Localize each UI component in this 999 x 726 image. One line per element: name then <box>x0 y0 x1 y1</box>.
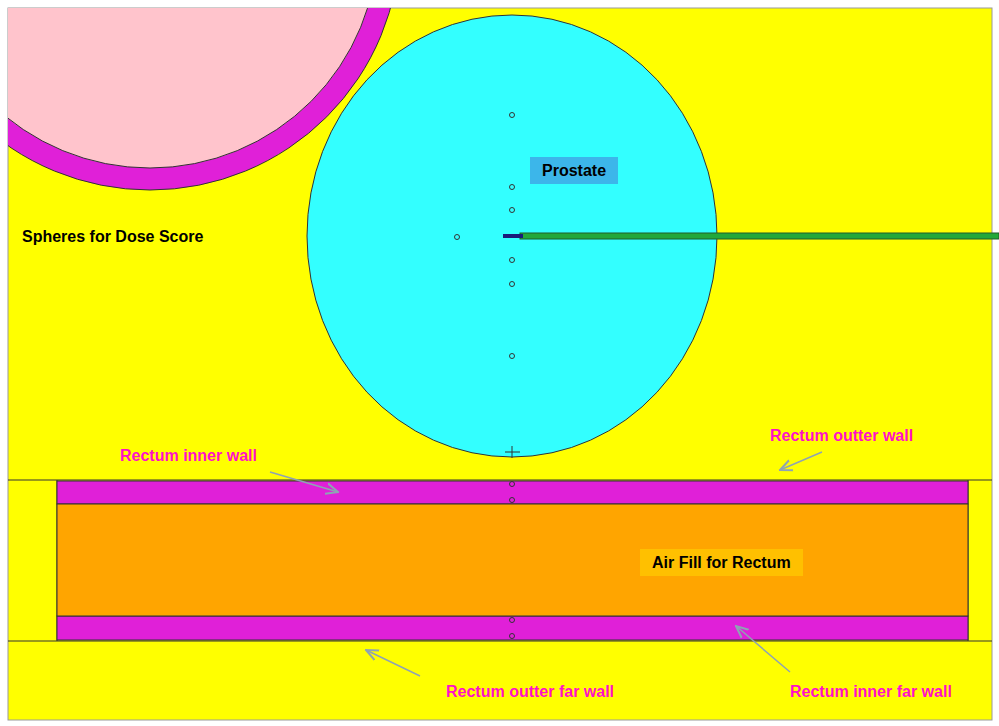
prostate-ellipse <box>307 15 717 457</box>
rectum-outer-line <box>8 480 992 481</box>
rectum-inner-wall <box>57 481 968 504</box>
prostate-region: Prostate <box>306 14 718 458</box>
callout-label: Spheres for Dose Score <box>22 227 203 246</box>
rectum-outer-line <box>8 641 992 642</box>
bladder <box>8 8 378 168</box>
leader-arrow <box>270 472 338 492</box>
callout-label: Rectum outter wall <box>770 426 913 445</box>
leader-arrow <box>366 650 420 676</box>
rectum-air-fill: Air Fill for Rectum <box>57 504 968 616</box>
leader-arrow <box>736 626 790 672</box>
region-label: Prostate <box>530 157 618 184</box>
node-outline <box>306 14 718 458</box>
region-label: Air Fill for Rectum <box>640 549 803 576</box>
leader-arrow <box>780 452 822 470</box>
rectum-inner-far-wall <box>57 616 968 640</box>
callout-label: Rectum outter far wall <box>446 682 614 701</box>
dose-spheres <box>455 113 515 639</box>
catheter-needle <box>520 233 999 239</box>
node-outline <box>57 504 968 616</box>
air-fill-band <box>57 504 968 616</box>
contact-cross <box>505 446 520 458</box>
callout-label: Rectum inner wall <box>120 446 257 465</box>
callout-label: Rectum inner far wall <box>790 682 952 701</box>
source-seed <box>503 234 523 238</box>
